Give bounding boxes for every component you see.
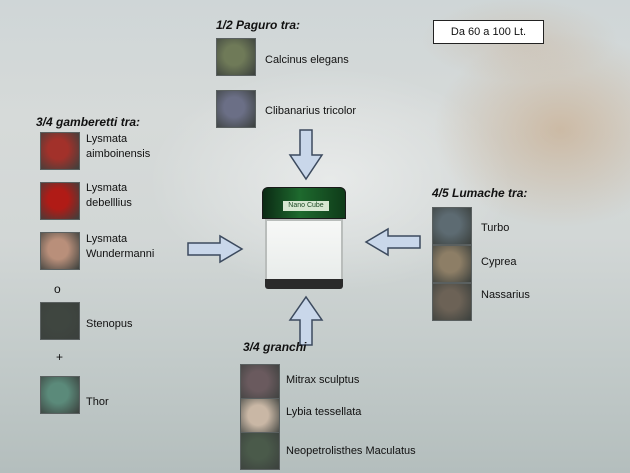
gamberetti-label-4: Thor [86,396,109,408]
paguro-thumb-0 [216,38,256,76]
arrow-right [187,234,244,264]
lumache-thumb-0 [432,207,472,245]
aquarium-tank: Nano Cube [262,187,346,290]
lumache-label-1: Cyprea [481,256,517,268]
granchi-label-1: Lybia tessellata [286,406,362,418]
gamberetti-thumb-3 [40,302,80,340]
tank-base [265,279,343,289]
arrow-up [288,295,324,346]
tank-logo: Nano Cube [283,201,329,211]
gamberetti-thumb-2 [40,232,80,270]
arrow-left [364,227,421,257]
gamberetti-label-2: Lysmata Wundermanni [86,233,155,260]
granchi-heading: 3/4 granchi [243,340,307,354]
paguro-heading: 1/2 Paguro tra: [216,18,301,32]
paguro-label-1: Clibanarius tricolor [265,105,357,117]
lumache-heading: 4/5 Lumache tra: [432,186,528,200]
tank-lid: Nano Cube [262,187,346,219]
gamberetti-thumb-4 [40,376,80,414]
gamberetti-label-1: Lysmata debelllius [86,182,132,209]
capacity-box: Da 60 a 100 Lt. [433,20,544,44]
gamberetti-label-3: Stenopus [86,318,133,330]
granchi-thumb-0 [240,364,280,402]
lumache-thumb-1 [432,245,472,283]
granchi-thumb-2 [240,432,280,470]
paguro-label-0: Calcinus elegans [265,54,349,66]
granchi-thumb-1 [240,398,280,436]
gamberetti-label-0: Lysmata aimboinensis [86,133,151,160]
granchi-label-2: Neopetrolisthes Maculatus [286,445,416,457]
separator-or: o [54,282,61,296]
separator-plus: + [56,350,64,364]
gamberetti-thumb-0 [40,132,80,170]
gamberetti-heading: 3/4 gamberetti tra: [36,115,141,129]
granchi-label-0: Mitrax sculptus [286,374,360,386]
capacity-label: Da 60 a 100 Lt. [450,26,527,38]
lumache-label-2: Nassarius [481,289,530,301]
arrow-down [288,129,324,181]
tank-glass [265,219,343,283]
gamberetti-thumb-1 [40,182,80,220]
paguro-thumb-1 [216,90,256,128]
lumache-label-0: Turbo [481,222,510,234]
lumache-thumb-2 [432,283,472,321]
